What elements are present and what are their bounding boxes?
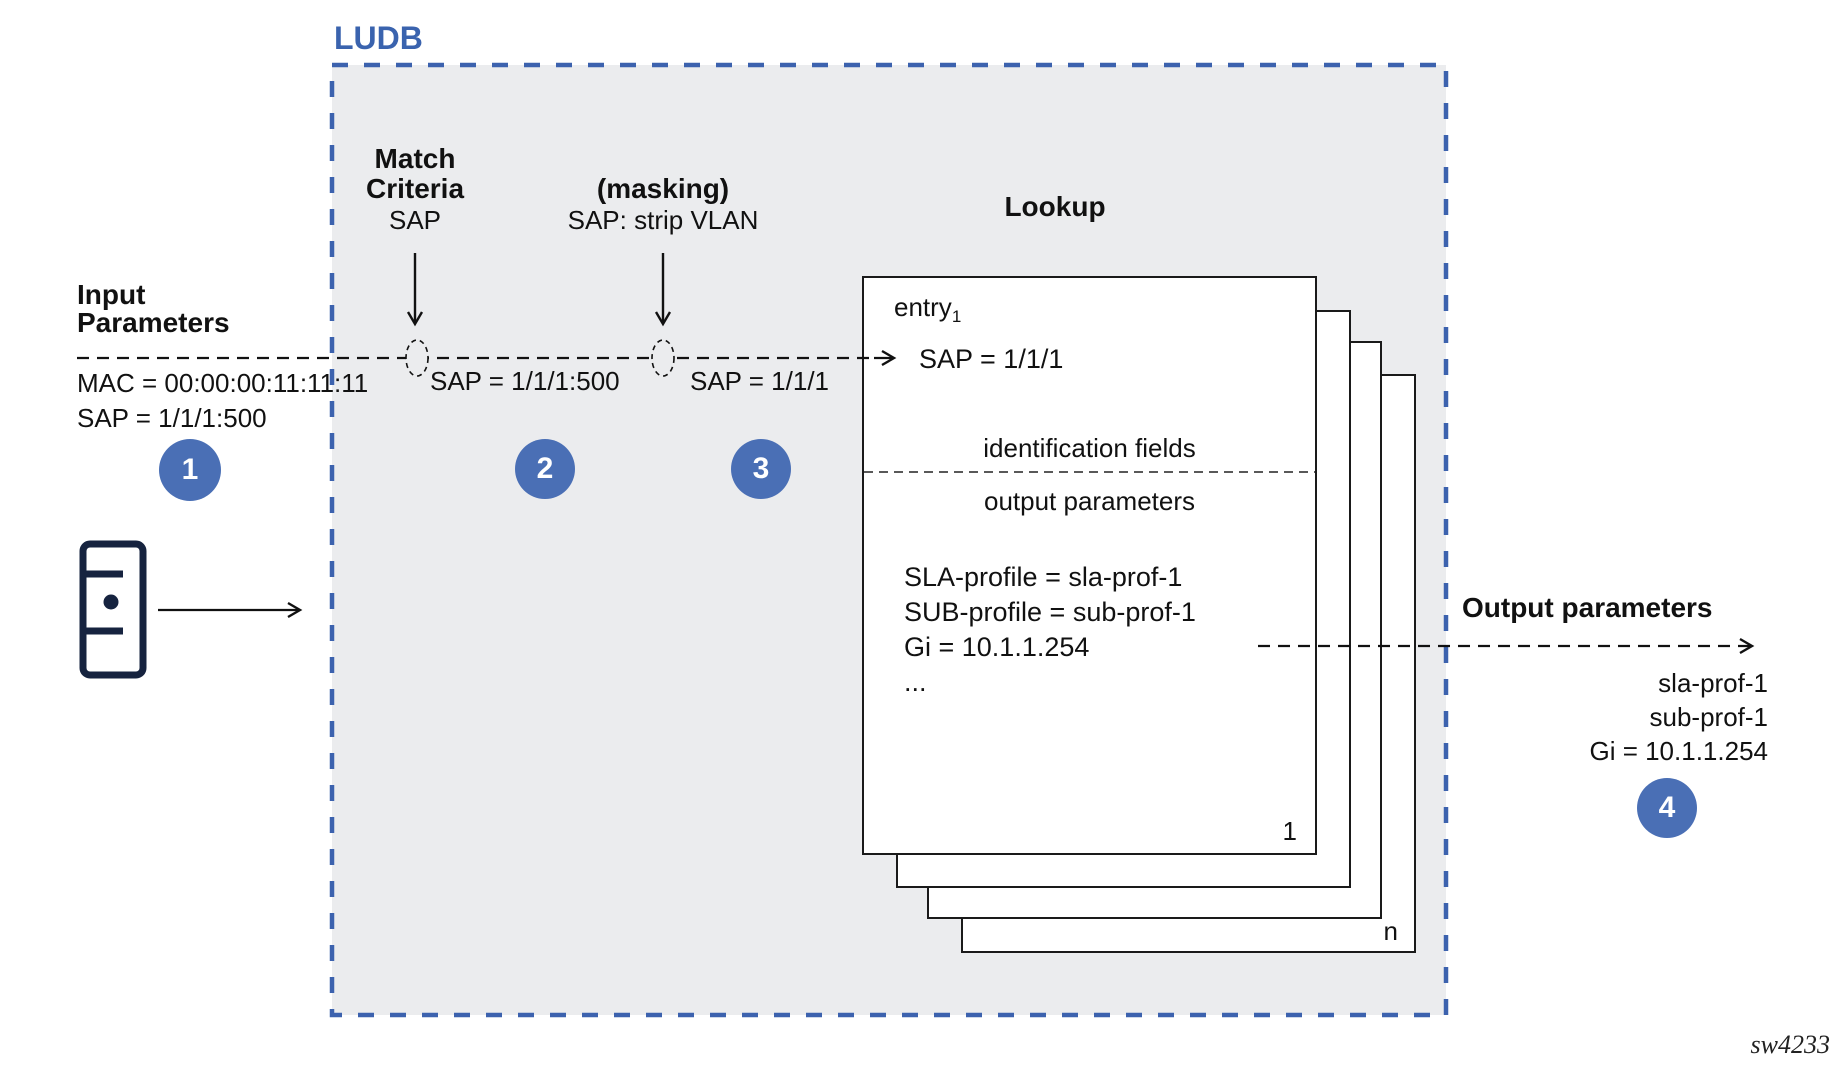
- step-4-badge: 4: [1637, 778, 1697, 838]
- sap-after-mask-label: SAP = 1/1/1: [690, 366, 830, 396]
- device-icon: [79, 540, 147, 679]
- match-criteria-value: SAP: [388, 205, 442, 235]
- step-3-badge: 3: [731, 439, 791, 499]
- masking-value: SAP: strip VLAN: [567, 205, 759, 235]
- output-parameters-section-label: output parameters: [983, 486, 1195, 516]
- masking-title: (masking): [596, 173, 730, 204]
- input-title-line2: Parameters: [77, 307, 230, 338]
- masking-header: (masking) SAP: strip VLAN: [513, 174, 813, 237]
- match-criteria-header: Match Criteria SAP: [313, 144, 517, 237]
- entry-card-title-subscript: 1: [951, 307, 962, 327]
- entry-card-output-values: SLA-profile = sla-prof-1 SUB-profile = s…: [904, 560, 1196, 700]
- step-2-badge: 2: [515, 439, 575, 499]
- input-parameters-title: Input Parameters: [77, 281, 230, 337]
- match-criteria-line2: Criteria: [365, 173, 465, 204]
- entry-card-page-number: 1: [1282, 816, 1297, 846]
- sap-after-match-label: SAP = 1/1/1:500: [430, 366, 620, 396]
- output-sla-profile: sla-prof-1: [1658, 668, 1768, 698]
- step-1-badge: 1: [159, 439, 221, 501]
- entry-card-sla-profile: SLA-profile = sla-prof-1: [904, 562, 1183, 592]
- lookup-header: Lookup: [1004, 191, 1106, 222]
- output-sub-profile: sub-prof-1: [1649, 702, 1769, 732]
- entry-card-title: entry1: [894, 292, 961, 327]
- input-sap-value: SAP = 1/1/1:500: [77, 403, 267, 433]
- figure-id-watermark: sw4233: [1750, 1030, 1830, 1059]
- entry-card-gi-address: Gi = 10.1.1.254: [904, 632, 1090, 662]
- input-parameter-values: MAC = 00:00:00:11:11:11 SAP = 1/1/1:500: [77, 366, 368, 436]
- entry-card-1: entry1 SAP = 1/1/1 identification fields…: [862, 276, 1317, 855]
- output-parameters-title: Output parameters: [1462, 592, 1713, 623]
- entry-card-n-page-number: n: [1383, 916, 1398, 946]
- entry-card-title-text: entry: [894, 292, 952, 322]
- input-title-line1: Input: [77, 279, 146, 310]
- output-parameter-values: sla-prof-1 sub-prof-1 Gi = 10.1.1.254: [1450, 666, 1768, 768]
- match-criteria-line1: Match: [374, 143, 456, 174]
- output-gi-address: Gi = 10.1.1.254: [1589, 736, 1768, 766]
- identification-fields-label: identification fields: [983, 433, 1196, 463]
- input-mac-value: MAC = 00:00:00:11:11:11: [77, 368, 369, 398]
- entry-card-ellipsis: ...: [904, 667, 927, 697]
- ludb-title: LUDB: [334, 20, 423, 56]
- entry-card-sub-profile: SUB-profile = sub-prof-1: [904, 597, 1196, 627]
- entry-card-match-field: SAP = 1/1/1: [919, 344, 1064, 374]
